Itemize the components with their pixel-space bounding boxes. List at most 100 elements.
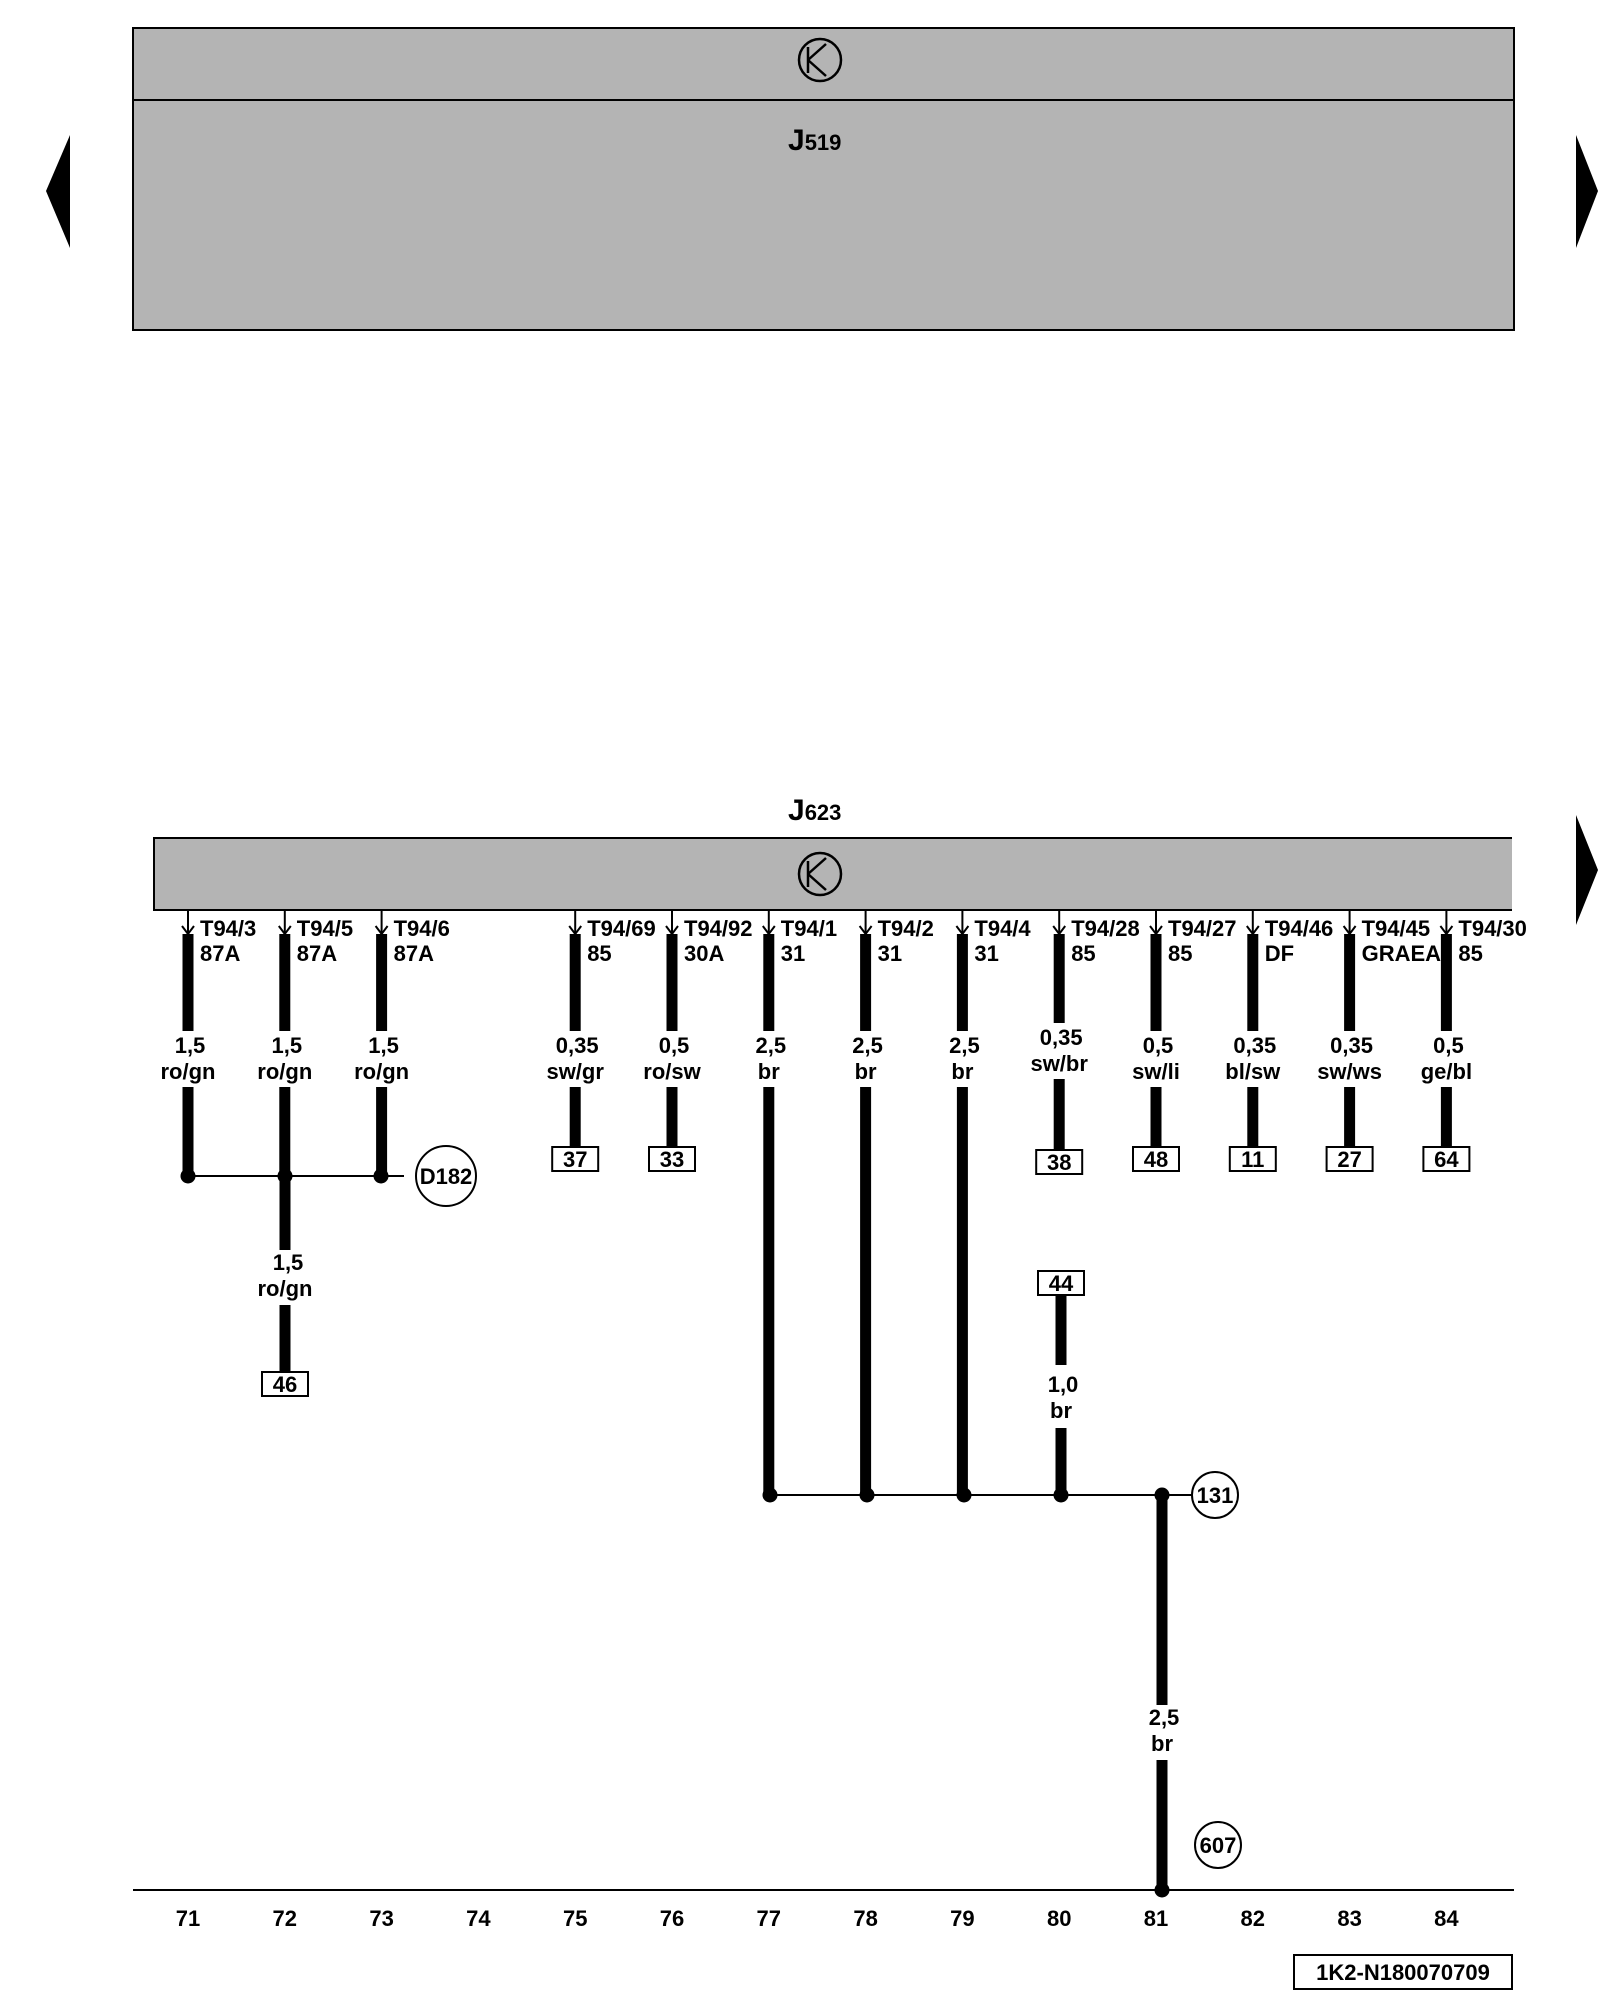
ref-48: 48 — [1144, 1147, 1168, 1172]
column-75: 75 — [563, 1906, 587, 1931]
wire-size: 1,5 — [175, 1033, 206, 1058]
pin-code: 31 — [878, 941, 902, 966]
pin-code: 85 — [1168, 941, 1192, 966]
wire-72-lower-size: 1,5 — [273, 1250, 304, 1275]
wire-color: sw/li — [1132, 1059, 1180, 1084]
module-j519: J519 — [132, 27, 1515, 331]
column-73: 73 — [369, 1906, 393, 1931]
junction-d182-label: D182 — [420, 1164, 473, 1189]
ref-box — [648, 1146, 696, 1172]
nav-left-arrow-icon[interactable] — [46, 135, 70, 248]
ref-box — [551, 1146, 600, 1172]
pin-T94-4: T94/431 2,5br — [949, 911, 1031, 1495]
column-80: 80 — [1047, 1906, 1071, 1931]
wire-size: 0,35 — [556, 1033, 599, 1058]
pin-code: 31 — [974, 941, 998, 966]
wire-color: br — [951, 1059, 973, 1084]
wire-color: ro/gn — [257, 1059, 312, 1084]
ref-44: 44 — [1049, 1271, 1074, 1296]
wire-size: 0,35 — [1330, 1033, 1373, 1058]
pin-code: DF — [1265, 941, 1294, 966]
wire-color: sw/gr — [546, 1059, 604, 1084]
wire-color: ro/gn — [161, 1059, 216, 1084]
ground-junction-label: 131 — [1197, 1483, 1234, 1508]
pin-id: T94/45 — [1362, 916, 1431, 941]
column-72: 72 — [273, 1906, 297, 1931]
wire-80-lower-color: br — [1050, 1398, 1072, 1423]
wire-color: ro/sw — [643, 1059, 701, 1084]
connector-arrow-icon — [181, 911, 195, 936]
ref-38: 38 — [1047, 1150, 1071, 1175]
ref-11: 11 — [1241, 1147, 1264, 1172]
column-71: 71 — [176, 1906, 200, 1931]
pin-code: 30A — [684, 941, 724, 966]
wire-color: br — [758, 1059, 780, 1084]
ref-27: 27 — [1337, 1147, 1361, 1172]
connector-arrow-icon — [761, 911, 776, 936]
pin-id: T94/30 — [1458, 916, 1527, 941]
nav-right-arrow-lower-icon[interactable] — [1576, 815, 1598, 925]
column-83: 83 — [1337, 1906, 1361, 1931]
ground-point-label: 607 — [1200, 1833, 1237, 1858]
wire-size: 0,5 — [1433, 1033, 1464, 1058]
pin-code: 87A — [394, 941, 434, 966]
wire-size: 0,35 — [1040, 1025, 1083, 1050]
pin-id: T94/1 — [781, 916, 837, 941]
pin-id: T94/5 — [297, 916, 353, 941]
column-82: 82 — [1241, 1906, 1265, 1931]
wire-color: bl/sw — [1225, 1059, 1281, 1084]
connector-arrow-icon — [277, 911, 292, 936]
wire-72-lower-color: ro/gn — [258, 1276, 313, 1301]
pin-id: T94/4 — [974, 916, 1031, 941]
wire-size: 1,5 — [368, 1033, 399, 1058]
pin-id: T94/2 — [878, 916, 934, 941]
pin-id: T94/46 — [1265, 916, 1334, 941]
ref-box — [1228, 1146, 1277, 1172]
transistor-icon — [797, 37, 843, 83]
column-84: 84 — [1434, 1906, 1459, 1931]
column-74: 74 — [466, 1906, 491, 1931]
pins-layer: T94/387A1,5ro/gnT94/587A1,5ro/gnT94/687A… — [161, 911, 1527, 1495]
connector-arrow-icon — [374, 911, 389, 936]
column-77: 77 — [757, 1906, 781, 1931]
pin-code: 85 — [1071, 941, 1095, 966]
pin-code: GRAEA — [1362, 941, 1442, 966]
module-j519-label: J519 — [788, 124, 841, 157]
connector-arrow-icon — [1439, 911, 1454, 936]
pin-id: T94/28 — [1071, 916, 1140, 941]
pin-code: 87A — [297, 941, 337, 966]
ref-box — [1132, 1146, 1180, 1172]
column-81: 81 — [1144, 1906, 1168, 1931]
connector-arrow-icon — [568, 911, 583, 936]
ref-33: 33 — [660, 1147, 684, 1172]
pin-code: 87A — [200, 941, 240, 966]
wire-size: 0,5 — [659, 1033, 690, 1058]
ref-37: 37 — [563, 1147, 587, 1172]
ref-46: 46 — [273, 1372, 297, 1397]
wire-size: 0,5 — [1143, 1033, 1174, 1058]
wire-80-lower: 44 1,0 br — [1037, 1270, 1085, 1495]
column-78: 78 — [853, 1906, 877, 1931]
transistor-icon — [797, 851, 843, 897]
ref-box — [1422, 1146, 1471, 1172]
pin-code: 85 — [1458, 941, 1482, 966]
nav-right-arrow-icon[interactable] — [1576, 135, 1598, 248]
connector-arrow-icon — [1149, 911, 1163, 936]
connector-arrow-icon — [1246, 911, 1260, 936]
wire-size: 2,5 — [949, 1033, 980, 1058]
column-76: 76 — [660, 1906, 684, 1931]
connector-arrow-icon — [665, 911, 679, 936]
connector-arrow-icon — [858, 911, 873, 936]
